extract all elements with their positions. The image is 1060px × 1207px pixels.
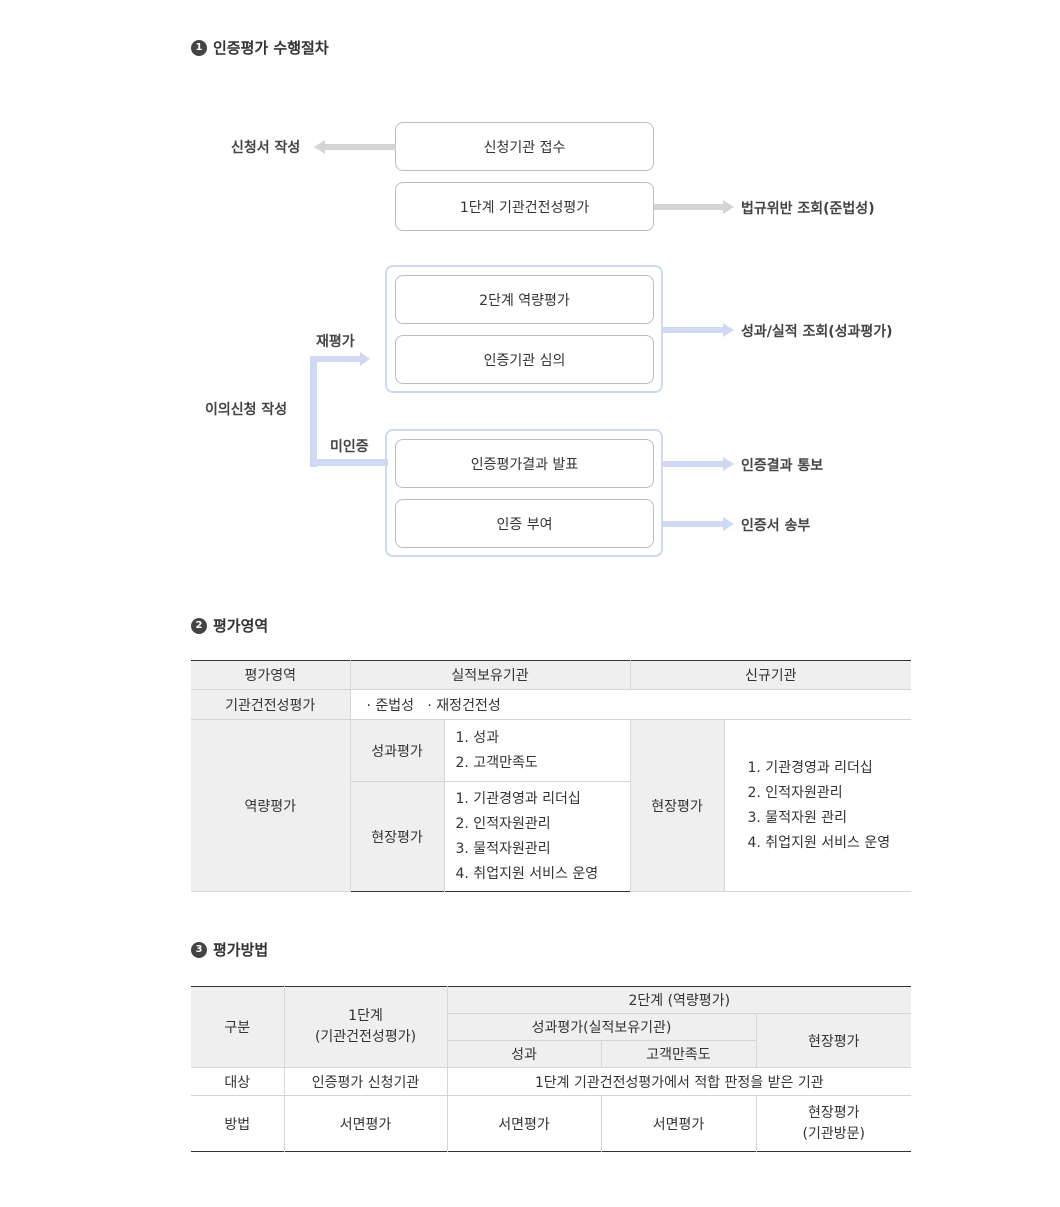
flow-box-stage1: 1단계 기관건전성평가	[395, 182, 654, 231]
method-site-line1: 현장평가	[807, 1104, 860, 1121]
method-stage1: 서면평가	[283, 1095, 448, 1152]
list-item: · 준법성	[366, 697, 415, 714]
row-target-label: 대상	[191, 1067, 285, 1096]
site-eval-items: 1. 기관경영과 리더십 2. 인적자원관리 3. 물적자원관리 4. 취업지원…	[443, 781, 630, 892]
performance-eval-items: 1. 성과 2. 고객만족도	[443, 719, 631, 782]
header-stage1: 1단계 (기관건전성평가)	[283, 986, 448, 1068]
label-reevaluation: 재평가	[316, 334, 355, 350]
method-result: 서면평가	[446, 1095, 602, 1152]
header-performance: 성과평가(실적보유기관)	[447, 1013, 757, 1041]
new-site-eval-label: 현장평가	[629, 719, 725, 892]
flow-box-stage2: 2단계 역량평가	[395, 275, 654, 324]
row-method-label: 방법	[191, 1095, 285, 1152]
header-stage1-line2: (기관건전성평가)	[314, 1029, 417, 1045]
evaluation-area-table: 평가영역 실적보유기관 신규기관 기관건전성평가 · 준법성 · 재정건전성 역…	[191, 660, 911, 892]
section3-title-text: 평가방법	[213, 941, 269, 959]
section2-title: 2 평가영역	[191, 615, 268, 636]
loop-arrow-reevaluation-icon	[310, 352, 388, 467]
new-site-eval-items: 1. 기관경영과 리더십 2. 인적자원관리 3. 물적자원 관리 4. 취업지…	[723, 719, 911, 892]
list-item: 3. 물적자원관리	[455, 840, 551, 857]
row-competency-label: 역량평가	[191, 719, 351, 892]
header-category: 구분	[191, 986, 285, 1068]
section-number-badge: 2	[191, 617, 207, 634]
method-site: 현장평가 (기관방문)	[755, 1095, 911, 1152]
header-site: 현장평가	[755, 1013, 911, 1068]
list-item: 1. 기관경영과 리더십	[747, 759, 873, 776]
evaluation-method-table: 구분 1단계 (기관건전성평가) 2단계 (역량평가) 성과평가(실적보유기관)…	[191, 986, 911, 1152]
list-item: 4. 취업지원 서비스 운영	[747, 834, 891, 851]
flow-box-review: 인증기관 심의	[395, 335, 654, 384]
performance-eval-label: 성과평가	[349, 719, 445, 782]
method-satisfaction: 서면평가	[600, 1095, 757, 1152]
site-eval-label: 현장평가	[350, 781, 445, 892]
list-item: 2. 인적자원관리	[747, 784, 843, 801]
header-area: 평가영역	[191, 660, 351, 690]
header-existing-institution: 실적보유기관	[349, 660, 631, 690]
section1-title-text: 인증평가 수행절차	[213, 39, 329, 57]
header-result: 성과	[447, 1040, 602, 1068]
header-new-institution: 신규기관	[629, 660, 911, 690]
flow-box-apply: 신청기관 접수	[395, 122, 654, 171]
list-item: · 재정건전성	[427, 697, 501, 714]
flow-box-grant: 인증 부여	[395, 499, 654, 548]
header-stage2: 2단계 (역량평가)	[446, 986, 911, 1014]
arrow-right-blue-icon	[663, 517, 734, 531]
header-stage1-line1: 1단계	[348, 1008, 383, 1024]
section2-title-text: 평가영역	[213, 617, 269, 635]
flow-box-announce: 인증평가결과 발표	[395, 439, 654, 488]
row-target-stage1: 인증평가 신청기관	[283, 1067, 448, 1096]
label-noncertified: 미인증	[330, 439, 369, 455]
row-target-stage2: 1단계 기관건전성평가에서 적합 판정을 받은 기관	[446, 1067, 911, 1096]
list-item: 2. 인적자원관리	[455, 815, 551, 832]
list-item: 1. 기관경영과 리더십	[455, 790, 581, 807]
label-law-check: 법규위반 조회(준법성)	[741, 201, 875, 217]
list-item: 2. 고객만족도	[455, 754, 538, 771]
arrow-right-blue-icon	[663, 457, 734, 471]
list-item: 3. 물적자원 관리	[747, 809, 848, 826]
label-performance-check: 성과/실적 조회(성과평가)	[741, 324, 893, 340]
row-soundness-label: 기관건전성평가	[191, 689, 351, 720]
label-notify: 인증결과 통보	[741, 458, 824, 474]
section3-title: 3 평가방법	[191, 939, 268, 960]
section-number-badge: 1	[191, 39, 207, 56]
label-application: 신청서 작성	[231, 140, 301, 156]
arrow-right-blue-icon	[663, 323, 734, 337]
label-send: 인증서 송부	[741, 518, 811, 534]
section1-title: 1 인증평가 수행절차	[191, 37, 329, 58]
arrow-left-gray-icon	[314, 140, 396, 154]
method-site-line2: (기관방문)	[802, 1125, 865, 1142]
header-satisfaction: 고객만족도	[600, 1040, 756, 1068]
row-soundness-items: · 준법성 · 재정건전성	[349, 689, 911, 720]
section-number-badge: 3	[191, 941, 207, 958]
list-item: 1. 성과	[455, 729, 500, 746]
list-item: 4. 취업지원 서비스 운영	[455, 865, 599, 882]
arrow-right-gray-icon	[654, 200, 734, 214]
label-objection: 이의신청 작성	[205, 402, 288, 418]
